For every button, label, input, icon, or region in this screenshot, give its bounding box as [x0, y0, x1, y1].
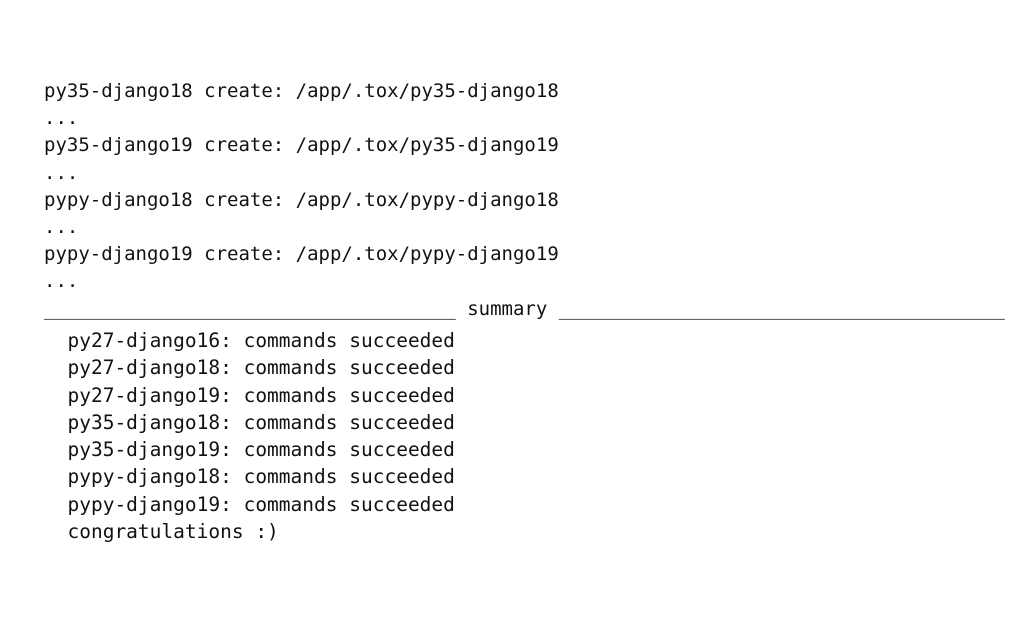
summary-row-py35-django19: py35-django19: commands succeeded	[44, 438, 455, 462]
log-line-ellipsis-2: ...	[44, 161, 79, 184]
summary-row-py27-django18: py27-django18: commands succeeded	[44, 356, 455, 380]
log-line-pypy-django19-create: pypy-django19 create: /app/.tox/pypy-dja…	[44, 243, 559, 266]
summary-results-block: py27-django16: commands succeeded py27-d…	[44, 327, 1010, 545]
summary-row-py27-django16: py27-django16: commands succeeded	[44, 329, 455, 352]
summary-row-pypy-django19: pypy-django19: commands succeeded	[44, 492, 455, 516]
log-line-py35-django19-create: py35-django19 create: /app/.tox/py35-dja…	[44, 134, 559, 157]
summary-row-py27-django19: py27-django19: commands succeeded	[44, 383, 455, 407]
log-line-ellipsis-1: ...	[44, 107, 79, 130]
log-line-py35-django18-create: py35-django18 create: /app/.tox/py35-dja…	[44, 80, 559, 102]
summary-separator: ____________________________________ sum…	[44, 297, 1005, 320]
log-line-ellipsis-3: ...	[44, 216, 79, 239]
log-line-pypy-django18-create: pypy-django18 create: /app/.tox/pypy-dja…	[44, 188, 559, 211]
log-line-ellipsis-4: ...	[44, 270, 79, 293]
console-log-block: py35-django18 create: /app/.tox/py35-dja…	[44, 78, 1010, 323]
summary-row-congratulations: congratulations :)	[44, 520, 279, 544]
summary-row-py35-django18: py35-django18: commands succeeded	[44, 410, 455, 434]
summary-row-pypy-django18: pypy-django18: commands succeeded	[44, 465, 455, 489]
